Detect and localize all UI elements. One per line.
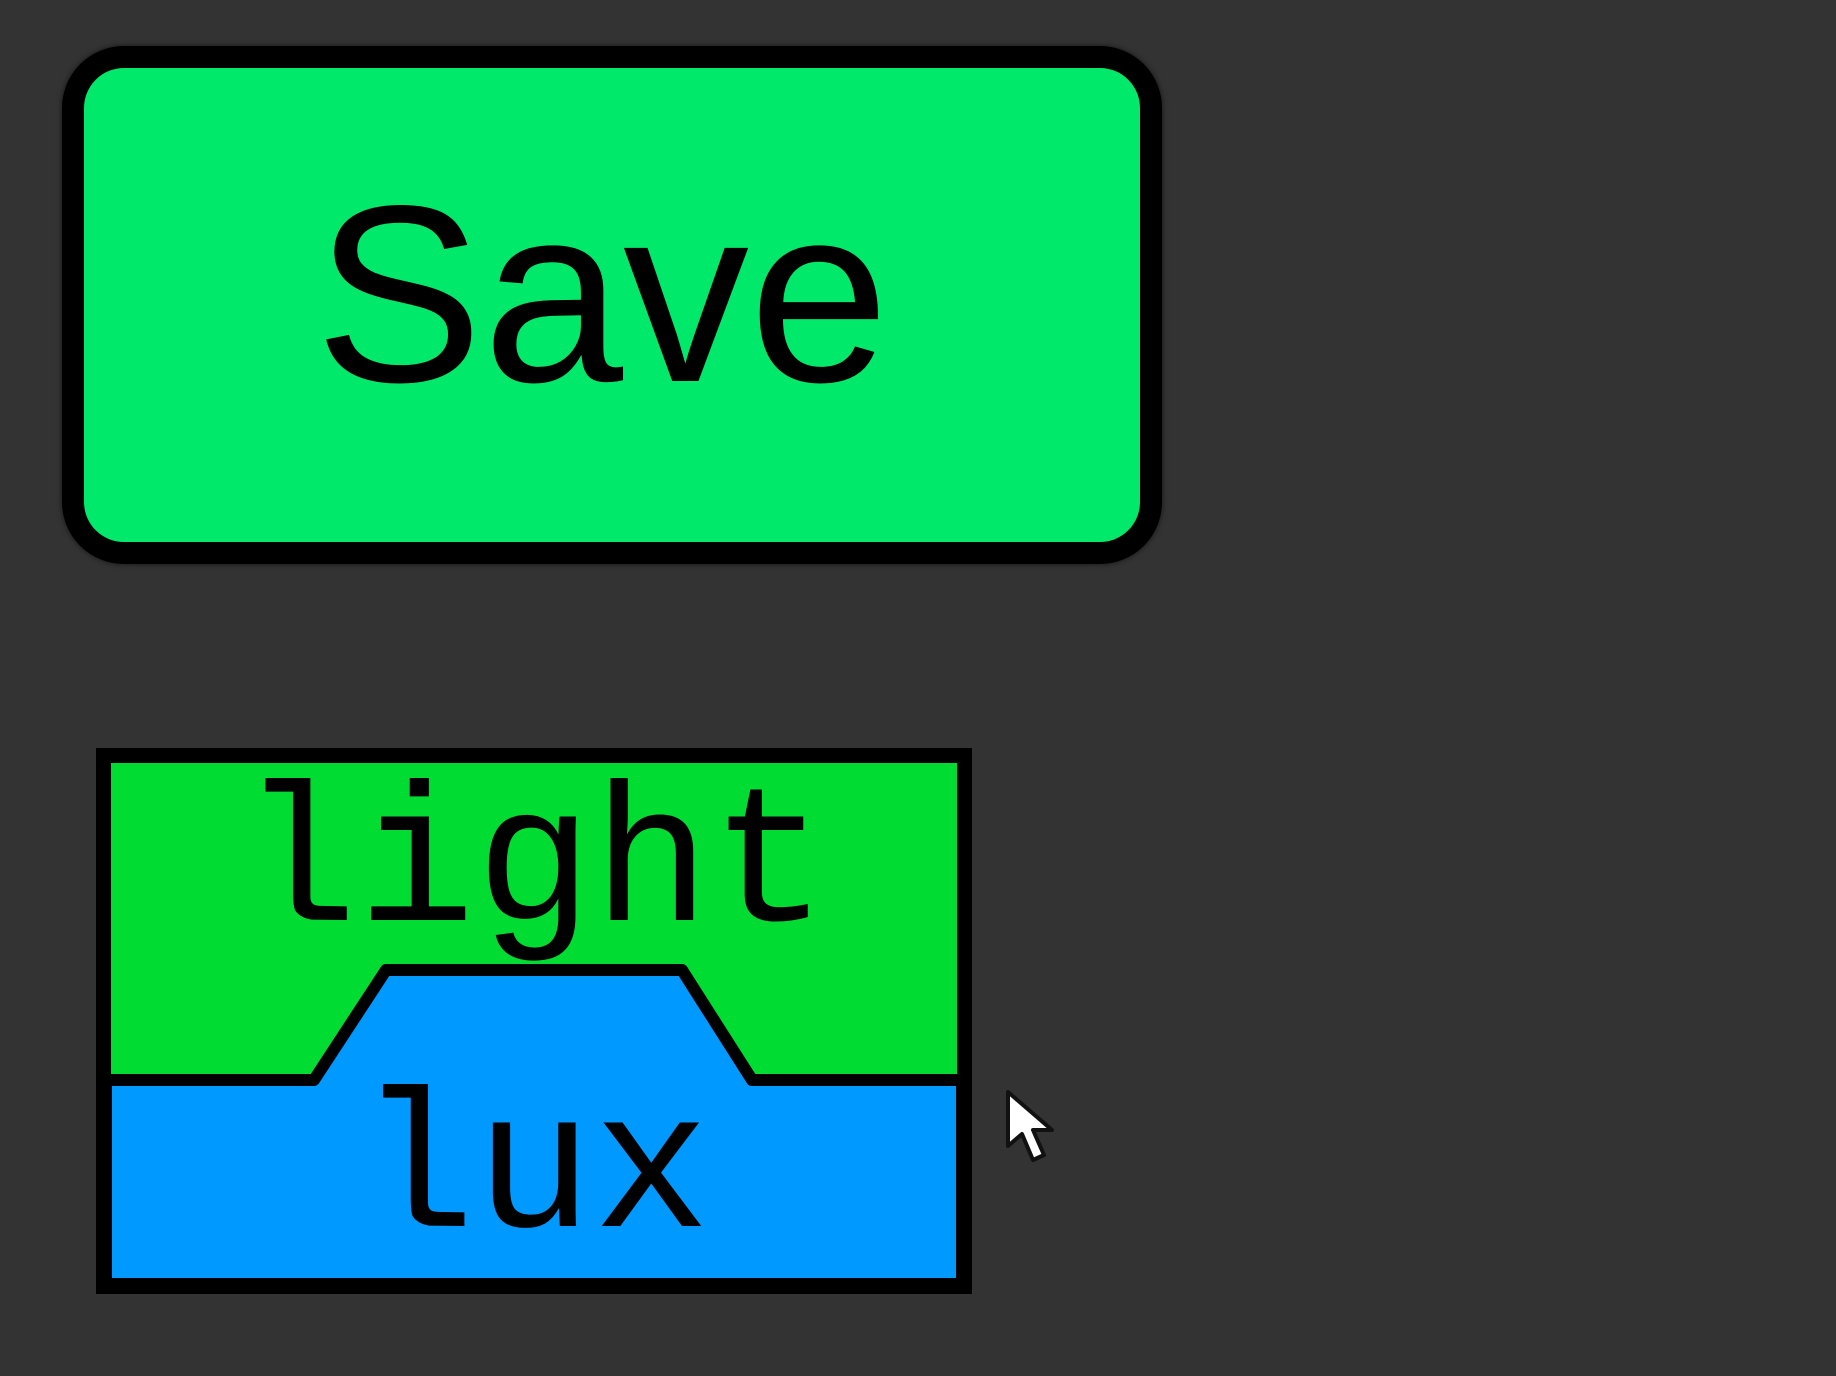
toggle-graphic [96, 748, 972, 1294]
save-button[interactable]: Save [62, 46, 1162, 564]
light-lux-toggle[interactable]: light lux [96, 748, 972, 1294]
mouse-pointer-icon [1006, 1090, 1056, 1164]
save-button-label: Save [314, 154, 890, 435]
